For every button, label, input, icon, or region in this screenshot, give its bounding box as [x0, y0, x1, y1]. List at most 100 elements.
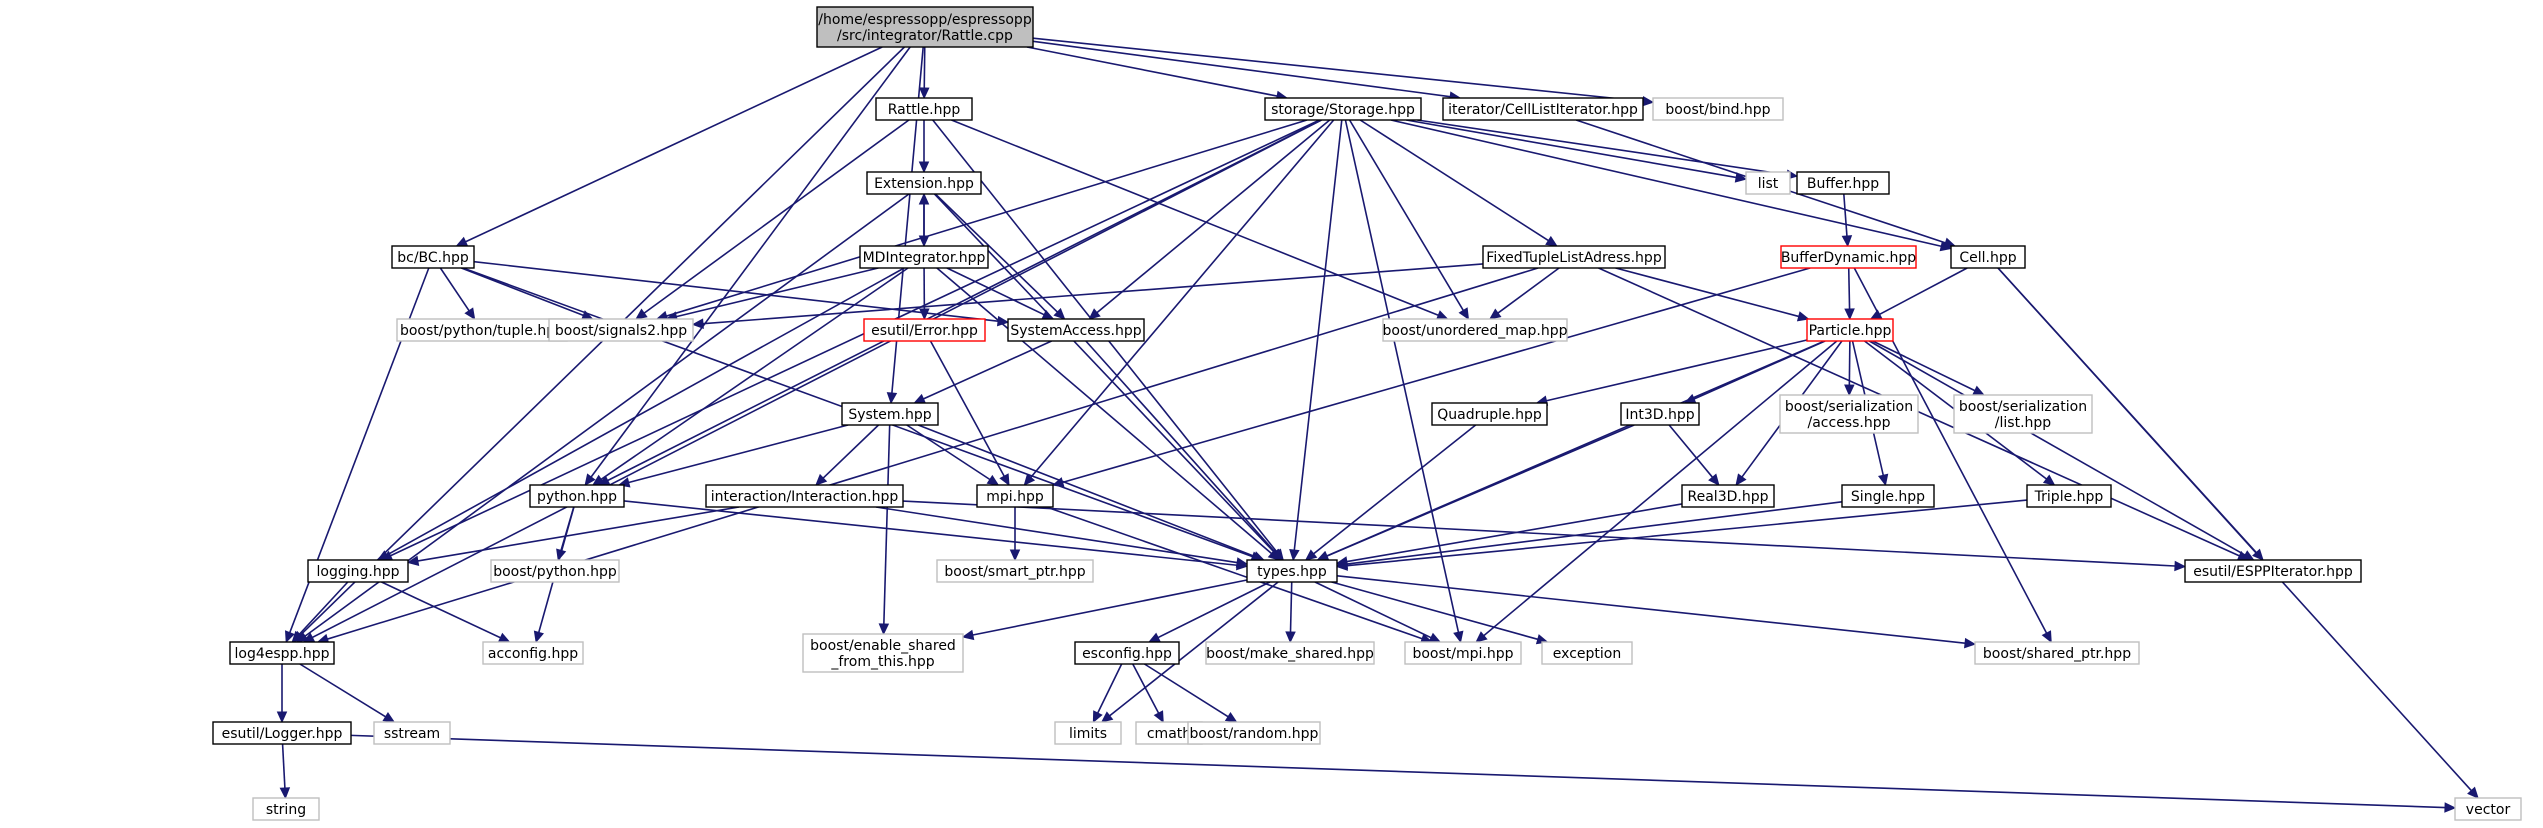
node-types_hpp[interactable]: types.hpp	[1246, 559, 1338, 583]
edge-line	[934, 193, 1058, 313]
arrowhead-icon	[635, 308, 648, 320]
node-box	[2454, 797, 2522, 821]
arrowhead-icon	[1642, 95, 1655, 107]
node-box	[1442, 97, 1644, 121]
node-label: Triple.hpp	[2034, 489, 2104, 505]
edge-types_hpp-to-boost_shared_ptr	[1336, 575, 1977, 649]
edge-line	[1032, 40, 1451, 98]
node-boost_signals2: boost/signals2.hpp	[548, 318, 694, 342]
node-box	[229, 641, 335, 665]
node-quadruple_hpp[interactable]: Quadruple.hpp	[1431, 402, 1548, 426]
node-real3d_hpp[interactable]: Real3D.hpp	[1681, 484, 1775, 508]
edge-bc_hpp-to-boost_python_tuple	[439, 267, 476, 321]
node-label: FixedTupleListAdress.hpp	[1486, 250, 1662, 266]
node-mdintegrator_hpp[interactable]: MDIntegrator.hpp	[859, 245, 989, 269]
node-boost_mpi: boost/mpi.hpp	[1404, 641, 1522, 665]
edge-line	[473, 260, 999, 322]
edge-mdintegrator_hpp-to-esutil_error	[919, 267, 930, 321]
node-label: list	[1758, 176, 1779, 192]
node-espp_iterator[interactable]: esutil/ESPPIterator.hpp	[2184, 559, 2362, 583]
node-celllistiter_hpp[interactable]: iterator/CellListIterator.hpp	[1442, 97, 1644, 121]
node-buffer_hpp[interactable]: Buffer.hpp	[1796, 171, 1890, 195]
edge-line	[917, 424, 1255, 558]
edge-line	[390, 119, 1320, 557]
edge-line	[1346, 499, 2028, 567]
node-boost_ser_access: boost/serialization/access.hpp	[1779, 394, 1919, 434]
node-rattle_hpp[interactable]: Rattle.hpp	[875, 97, 973, 121]
node-box	[816, 6, 1034, 48]
node-fixedtuple_hpp[interactable]: FixedTupleListAdress.hpp	[1482, 245, 1666, 269]
node-triple_hpp[interactable]: Triple.hpp	[2026, 484, 2112, 508]
node-storage_hpp[interactable]: storage/Storage.hpp	[1264, 97, 1422, 121]
node-label: Particle.hpp	[1809, 323, 1892, 339]
node-bc_hpp[interactable]: bc/BC.hpp	[391, 245, 475, 269]
node-box	[307, 559, 409, 583]
node-label: Int3D.hpp	[1625, 407, 1694, 423]
arrowhead-icon	[464, 307, 476, 321]
node-rattle_cpp[interactable]: /home/espressopp/espressopp/src/integrat…	[816, 6, 1034, 48]
arrowhead-icon	[815, 473, 828, 486]
arrowhead-icon	[2174, 560, 2187, 572]
node-label: Single.hpp	[1851, 489, 1925, 505]
node-label: python.hpp	[537, 489, 617, 505]
node-python_hpp[interactable]: python.hpp	[529, 484, 625, 508]
arrowhead-icon	[886, 392, 898, 405]
arrowhead-icon	[1289, 548, 1300, 562]
node-systemaccess_hpp[interactable]: SystemAccess.hpp	[1007, 318, 1145, 342]
node-label: boost/bind.hpp	[1665, 102, 1770, 118]
node-exception: exception	[1541, 641, 1633, 665]
node-boost_unordered_map: boost/unordered_map.hpp	[1382, 318, 1568, 342]
node-mpi_hpp[interactable]: mpi.hpp	[976, 484, 1054, 508]
node-esutil_error[interactable]: esutil/Error.hpp	[863, 318, 986, 342]
node-box	[705, 484, 904, 508]
edge-line	[1132, 663, 1160, 714]
arrowhead-icon	[1734, 172, 1748, 183]
node-int3d_hpp[interactable]: Int3D.hpp	[1620, 402, 1700, 426]
edge-rattle_hpp-to-boost_signals2	[635, 119, 910, 320]
arrowhead-icon	[382, 712, 396, 723]
edge-line	[822, 424, 880, 479]
node-box	[1779, 394, 1919, 434]
edge-line	[628, 424, 849, 484]
node-box	[2026, 484, 2112, 508]
edge-line	[883, 424, 891, 625]
edge-rattle_cpp-to-rattle_hpp	[918, 46, 930, 100]
node-single_hpp[interactable]: Single.hpp	[1841, 484, 1935, 508]
edge-rattle_cpp-to-boost_bind	[1032, 37, 1655, 107]
edge-bc_hpp-to-boost_signals2	[461, 267, 594, 321]
edge-line	[1348, 119, 1464, 311]
arrowhead-icon	[1458, 307, 1470, 321]
node-box	[1246, 559, 1338, 583]
node-box	[802, 633, 964, 673]
edge-real3d_hpp-to-types_hpp	[1335, 503, 1683, 567]
node-interaction_hpp[interactable]: interaction/Interaction.hpp	[705, 484, 904, 508]
node-label: interaction/Interaction.hpp	[711, 489, 899, 505]
node-cell_hpp[interactable]: Cell.hpp	[1950, 245, 2026, 269]
node-box	[1652, 97, 1784, 121]
edge-line	[1872, 340, 1976, 392]
node-extension_hpp[interactable]: Extension.hpp	[866, 171, 982, 195]
arrowhead-icon	[1475, 631, 1488, 643]
node-limits: limits	[1054, 721, 1122, 745]
node-label: esutil/Logger.hpp	[222, 726, 343, 742]
node-system_hpp[interactable]: System.hpp	[841, 402, 939, 426]
node-particle_hpp[interactable]: Particle.hpp	[1806, 318, 1894, 342]
edge-line	[1046, 506, 1423, 640]
edge-line	[1331, 581, 1539, 641]
edge-particle_hpp-to-boost_ser_list	[1872, 340, 1985, 396]
edge-storage_hpp-to-list	[1406, 119, 1748, 183]
node-box	[1841, 484, 1935, 508]
edge-extension_hpp-to-systemaccess_hpp	[934, 193, 1066, 320]
node-esutil_logger[interactable]: esutil/Logger.hpp	[212, 721, 352, 745]
node-esconfig_hpp[interactable]: esconfig.hpp	[1074, 641, 1180, 665]
node-log4espp_hpp[interactable]: log4espp.hpp	[229, 641, 335, 665]
arrowhead-icon	[584, 473, 596, 486]
edge-esutil_logger-to-string	[279, 743, 291, 800]
node-bufferdynamic_hpp[interactable]: BufferDynamic.hpp	[1780, 245, 1917, 269]
edge-particle_hpp-to-quadruple_hpp	[1535, 339, 1808, 406]
edge-storage_hpp-to-mpi_hpp	[1023, 119, 1335, 486]
edge-line	[381, 581, 501, 639]
node-box	[875, 97, 973, 121]
node-logging_hpp[interactable]: logging.hpp	[307, 559, 409, 583]
